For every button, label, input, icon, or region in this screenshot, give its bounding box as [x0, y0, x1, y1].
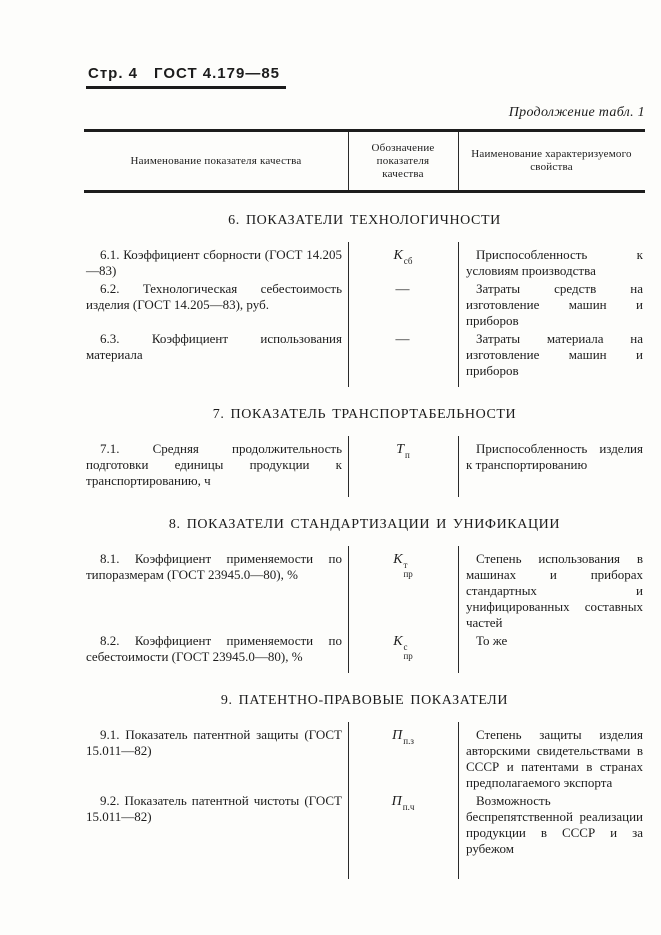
indicator-name-cell: 6.3. Коэффициент использования материала	[86, 331, 342, 362]
symbol-indices: сб	[404, 257, 413, 266]
column-divider	[458, 132, 459, 190]
characterized-property-cell: То же	[476, 633, 508, 648]
characterized-property-cell: Приспособленность к условиям производств…	[466, 247, 643, 278]
symbol-indices: п	[405, 451, 410, 460]
section-rows: 9.1. Показатель патентной защиты (ГОСТ 1…	[84, 722, 645, 879]
no-symbol-dash: —	[395, 332, 411, 347]
characterized-property-cell: Степень использования в машинах и прибор…	[466, 551, 643, 630]
column-divider	[458, 436, 459, 497]
symbol-subscript: пр	[403, 651, 413, 661]
running-header: Стр. 4 ГОСТ 4.179—85	[86, 65, 287, 89]
no-symbol-dash: —	[395, 282, 411, 297]
indicator-name-cell: 8.2. Коэффициент применяемости по себест…	[86, 633, 342, 664]
symbol-subscript: пр	[403, 569, 413, 579]
symbol-subscript: п	[404, 450, 410, 460]
symbol-base: К	[393, 634, 403, 649]
column-divider	[348, 722, 349, 879]
column-divider	[348, 546, 349, 673]
column-divider	[458, 242, 459, 387]
symbol-base: П	[392, 728, 403, 743]
doc-number: ГОСТ 4.179—85	[154, 65, 281, 82]
symbol-subscript: п.з	[403, 736, 414, 746]
indicator-name-cell: 6.1. Коэффициент сборности (ГОСТ 14.205—…	[86, 247, 342, 278]
section-heading: 9. ПАТЕНТНО-ПРАВОВЫЕ ПОКАЗАТЕЛИ	[220, 693, 509, 708]
indicator-symbol-cell: —	[348, 331, 458, 379]
column-divider	[458, 722, 459, 879]
page-number: Стр. 4	[88, 65, 139, 82]
column-divider	[348, 132, 349, 190]
column-divider	[348, 436, 349, 497]
indicator-name-cell: 9.1. Показатель патентной защиты (ГОСТ 1…	[86, 727, 342, 758]
column-header-designation: Обозначение показателя качества	[371, 141, 435, 180]
symbol-base: П	[391, 794, 402, 809]
indicator-name-cell: 6.2. Технологическая себестоимость издел…	[86, 281, 342, 312]
column-header-indicator-name: Наименование показателя качества	[130, 154, 302, 167]
symbol-base: К	[393, 552, 403, 567]
section-heading: 7. ПОКАЗАТЕЛЬ ТРАНСПОРТАБЕЛЬНОСТИ	[212, 407, 517, 422]
characterized-property-cell: Степень защиты изделия авторскими свидет…	[466, 727, 643, 790]
symbol-base: Т	[396, 442, 404, 457]
quality-indicators-table: Наименование показателя качества Обознач…	[84, 129, 645, 879]
symbol-superscript: с	[403, 642, 408, 652]
table-body: 6. ПОКАЗАТЕЛИ ТЕХНОЛОГИЧНОСТИ 6.1. Коэффи…	[84, 213, 645, 879]
column-header-characterized-property: Наименование характеризуемого свойства	[471, 148, 632, 173]
symbol-indices: п.з	[403, 737, 414, 746]
characterized-property-cell: Возможность беспрепятственной реализации…	[466, 793, 643, 856]
symbol-subscript: п.ч	[402, 802, 415, 812]
column-divider	[348, 242, 349, 387]
indicator-name-cell: 9.2. Показатель патентной чистоты (ГОСТ …	[86, 793, 342, 824]
symbol-indices: п.ч	[403, 803, 415, 812]
symbol-subscript: сб	[403, 256, 413, 266]
indicator-name-cell: 8.1. Коэффициент применяемости по типора…	[86, 551, 342, 582]
characterized-property-cell: Затраты средств на изготовление машин и …	[466, 281, 643, 328]
indicator-name-cell: 7.1. Средняя продолжительность подготовк…	[86, 441, 342, 488]
indicator-symbol-cell: —	[348, 281, 458, 329]
symbol-superscript: т	[403, 560, 408, 570]
section-rows: 8.1. Коэффициент применяемости по типора…	[84, 546, 645, 673]
table-continuation-note: Продолжение табл. 1	[508, 105, 645, 120]
characterized-property-cell: Приспособленность изделия к транспортиро…	[466, 441, 643, 472]
section-rows: 7.1. Средняя продолжительность подготовк…	[84, 436, 645, 497]
characterized-property-cell: Затраты материала на изготовление машин …	[466, 331, 643, 378]
section-rows: 6.1. Коэффициент сборности (ГОСТ 14.205—…	[84, 242, 645, 387]
symbol-base: К	[393, 248, 403, 263]
section-heading: 6. ПОКАЗАТЕЛИ ТЕХНОЛОГИЧНОСТИ	[228, 213, 501, 228]
section-heading: 8. ПОКАЗАТЕЛИ СТАНДАРТИЗАЦИИ И УНИФИКАЦИ…	[168, 517, 561, 532]
column-divider	[458, 546, 459, 673]
table-header-row: Наименование показателя качества Обознач…	[84, 132, 645, 193]
